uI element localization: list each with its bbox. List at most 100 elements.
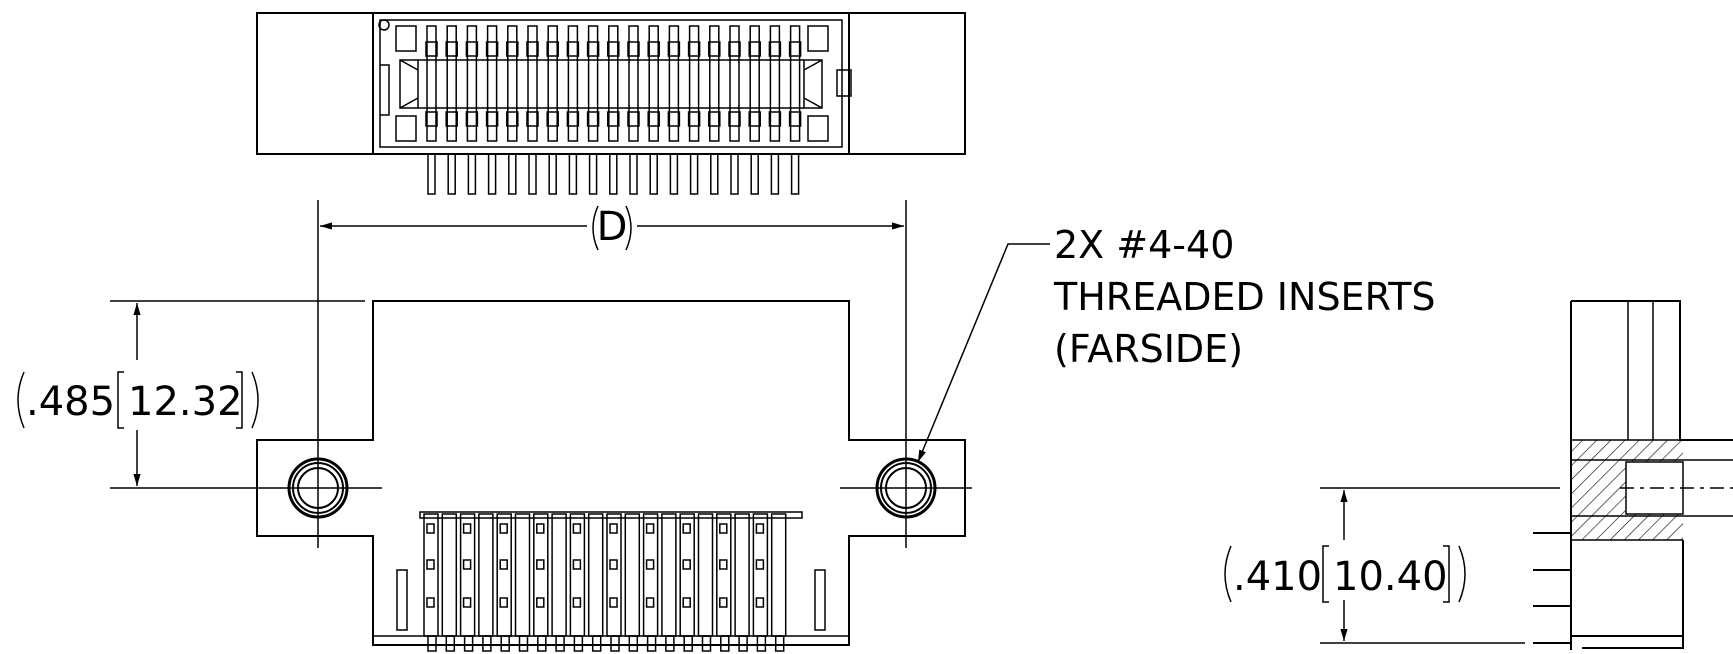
contact-beam [687, 111, 701, 127]
contact-beam [667, 41, 681, 57]
contact-window [755, 523, 765, 534]
front-view-contacts [419, 511, 803, 652]
height-paren-open [17, 371, 25, 429]
contact-beam [768, 111, 782, 127]
contact-tail [646, 635, 657, 652]
solder-tail [548, 153, 557, 195]
solder-tail [649, 153, 658, 195]
contact-window [719, 597, 728, 608]
contact-strip [426, 25, 437, 142]
contact-tail [555, 635, 565, 652]
contact-strip [446, 25, 457, 142]
contact-tail [738, 635, 748, 652]
contact-window [609, 523, 618, 534]
side-height-mm-value: 10.40 [1333, 554, 1448, 600]
side-height-paren-open [1224, 545, 1232, 603]
side-height-bracket-open [1322, 545, 1329, 603]
contact-strip [648, 25, 659, 142]
contact-beam [708, 41, 721, 57]
contact-strip [466, 25, 478, 142]
top-view [256, 12, 966, 195]
contact-beam [748, 41, 761, 57]
contact-column [770, 513, 787, 637]
contact-window [682, 559, 691, 570]
contact-window [682, 597, 691, 608]
height-inch-value: .485 [26, 379, 115, 425]
contact-window [499, 523, 508, 534]
contact-column [441, 513, 458, 637]
contact-beam [647, 111, 660, 127]
solder-tail [629, 153, 638, 195]
contact-column [551, 513, 567, 637]
solder-tail [427, 153, 436, 195]
contact-beam [485, 111, 499, 127]
contact-window [426, 559, 435, 570]
contact-beam [788, 111, 802, 127]
contact-beam [445, 41, 458, 57]
contact-tail [628, 635, 639, 652]
solder-tail [669, 153, 679, 195]
contact-column [478, 513, 494, 637]
contact-beam [586, 41, 600, 57]
height-bracket-close [236, 371, 243, 429]
contact-beam [445, 111, 458, 127]
callout-line-2: THREADED INSERTS [1053, 275, 1436, 319]
contact-beam [546, 41, 559, 57]
contact-window-edge [399, 97, 419, 109]
contact-beam [607, 41, 620, 57]
contact-strip [709, 25, 720, 142]
contact-beam [627, 111, 640, 127]
contact-column [624, 513, 641, 637]
contact-beam [687, 41, 701, 57]
contact-beam [667, 111, 681, 127]
contact-strip [587, 25, 599, 142]
callout-line-1: 2X #4-40 [1054, 223, 1234, 267]
contact-tail [665, 635, 675, 652]
contact-window [755, 597, 765, 608]
contact-beam [465, 41, 479, 57]
contact-window [645, 559, 655, 570]
solder-tail [588, 153, 598, 195]
contact-column [697, 513, 714, 637]
contact-beam [627, 41, 640, 57]
contact-tail [500, 635, 510, 652]
contact-strip [567, 25, 579, 142]
threaded-insert-left [287, 457, 349, 519]
contact-column [661, 513, 677, 637]
contact-tail [610, 635, 620, 652]
contact-beam [748, 111, 761, 127]
solder-tail [508, 153, 517, 195]
solder-tail [528, 153, 537, 195]
board-lock-right [814, 569, 826, 631]
contact-tail [445, 635, 456, 652]
solder-tail [730, 153, 739, 195]
corner-pad [395, 115, 417, 142]
solder-tail [487, 153, 497, 195]
contact-strip [789, 25, 801, 142]
solder-tail [447, 153, 456, 195]
contact-window-left [399, 59, 419, 109]
contact-window [719, 523, 728, 534]
contact-tail [463, 635, 474, 652]
solder-tail [689, 153, 699, 195]
contact-beam [506, 111, 519, 127]
contact-column [587, 513, 604, 637]
contact-window [536, 559, 545, 570]
contact-column [734, 513, 750, 637]
solder-tail [750, 153, 759, 195]
contact-window-edge [399, 59, 419, 71]
contact-window [645, 597, 655, 608]
callout-line-3: (FARSIDE) [1054, 327, 1243, 371]
contact-window-right [803, 59, 823, 109]
contact-beam [485, 41, 499, 57]
contact-array-top [419, 511, 803, 519]
contact-beam [566, 111, 580, 127]
contact-tail [756, 635, 767, 652]
contact-beam [506, 41, 519, 57]
contact-window [536, 523, 545, 534]
contact-tail [720, 635, 730, 652]
contact-beam [728, 41, 741, 57]
board-lock-left [396, 569, 408, 631]
side-base [1571, 635, 1684, 649]
contact-beam [425, 41, 438, 57]
